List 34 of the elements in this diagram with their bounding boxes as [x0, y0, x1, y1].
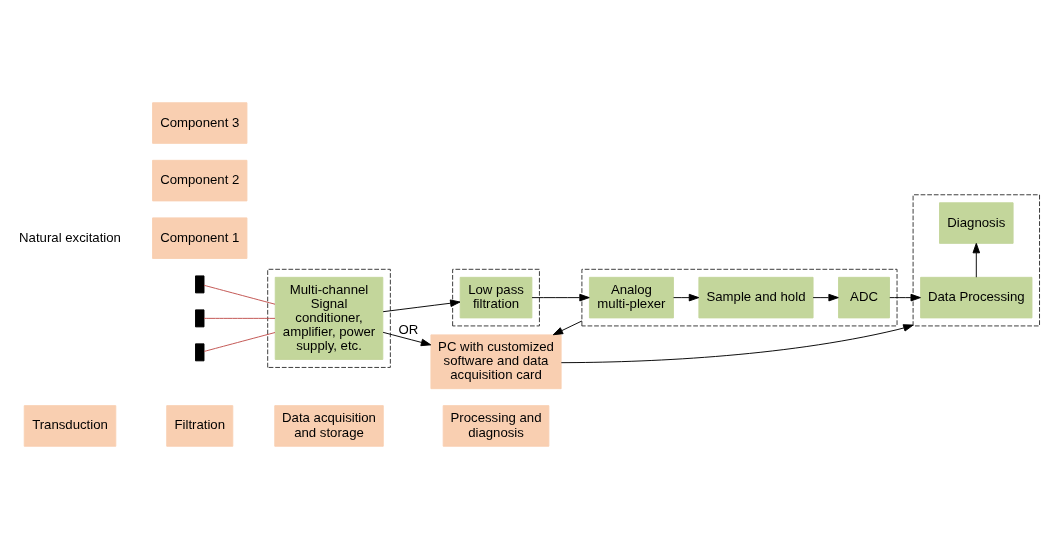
arrow — [382, 331, 432, 347]
node-bar — [195, 343, 205, 362]
label: Natural excitation — [19, 229, 121, 245]
node-box: Data Processing — [920, 276, 1033, 319]
connector — [203, 332, 276, 352]
node-box: Sample and hold — [698, 276, 814, 319]
arrow — [812, 293, 839, 302]
arrow — [673, 293, 700, 302]
node-box: Diagnosis — [939, 202, 1014, 244]
node-box: Component 2 — [152, 159, 248, 202]
arrow — [382, 299, 461, 313]
node-box: Analog multi-plexer — [588, 276, 674, 319]
connector — [203, 284, 276, 305]
arrow — [889, 293, 921, 302]
node-box: ADC — [838, 276, 890, 319]
arrow — [560, 324, 914, 364]
node-box: Filtration — [166, 405, 234, 447]
node-box: Low pass filtration — [459, 276, 533, 319]
arrow — [552, 320, 583, 336]
node-box: Component 3 — [152, 102, 248, 144]
arrow — [531, 293, 590, 302]
cluster — [452, 268, 540, 327]
node-bar — [195, 309, 205, 328]
node-box: Processing and diagnosis — [442, 405, 550, 447]
node-bar — [195, 275, 205, 294]
cluster — [267, 268, 391, 368]
arrow — [972, 242, 981, 278]
connector — [203, 317, 276, 319]
node-box: PC with customized software and data acquisition card — [430, 334, 562, 390]
node-box: Transduction — [23, 405, 117, 447]
edge-label: OR — [398, 321, 419, 337]
node-box: Multi-channel Signal conditioner, amplifier, power supply, etc. — [274, 276, 384, 360]
node-box: Data acquisition and storage — [274, 405, 384, 447]
node-box: Component 1 — [152, 217, 248, 259]
